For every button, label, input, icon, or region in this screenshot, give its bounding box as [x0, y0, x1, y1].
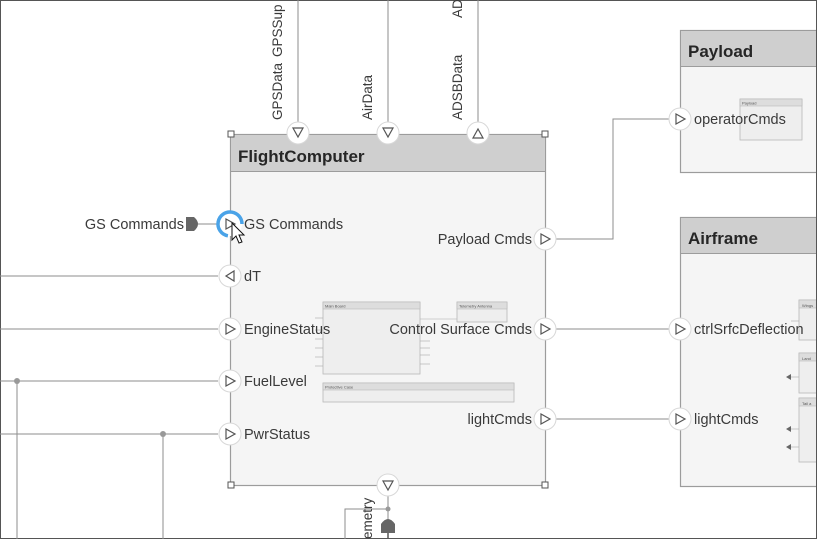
port-arrow-icon — [291, 127, 305, 139]
internal-payload[interactable]: Payload — [739, 98, 803, 141]
port-arrow-icon — [381, 127, 395, 139]
top-port-label-adsbdata: ADSBData — [450, 54, 465, 120]
landing-label: Land — [802, 356, 811, 361]
internal-main-board[interactable]: Main Board — [315, 301, 457, 375]
port-label-gs-commands: GS Commands — [244, 217, 343, 233]
airframe-body[interactable] — [679, 216, 817, 488]
junction-dot — [14, 378, 20, 384]
port-arrow-icon — [540, 322, 552, 336]
port-arrow-icon — [675, 412, 687, 426]
payload-header[interactable] — [680, 30, 817, 67]
resize-handle-br[interactable] — [541, 481, 549, 489]
internal-wings[interactable]: Wings — [798, 299, 817, 341]
main-board-label: Main Board — [325, 304, 345, 309]
top-port-label-airdata: AirData — [360, 74, 375, 120]
port-arrow-icon — [540, 232, 552, 246]
port-airdata[interactable] — [376, 121, 400, 145]
wire-telemetry[interactable] — [344, 496, 389, 539]
port-label-payload-cmds: Payload Cmds — [438, 232, 532, 248]
wings-label: Wings — [802, 303, 813, 308]
airframe-title: Airframe — [688, 229, 758, 248]
port-label-ctrlsrfcdeflection: ctrlSrfcDeflection — [694, 322, 804, 338]
port-arrow-icon — [675, 112, 687, 126]
telemetry-antenna-label: Telemetry Antenna — [459, 304, 493, 309]
airframe-internal-port-markers — [786, 320, 799, 450]
flight-computer-title: FlightComputer — [238, 147, 365, 166]
resize-handle-bl[interactable] — [227, 481, 235, 489]
port-arrow-icon — [225, 427, 237, 441]
port-label-lightcmds: lightCmds — [468, 412, 532, 428]
port-adsbdata[interactable] — [466, 121, 490, 145]
mouse-pointer-icon — [231, 221, 246, 244]
block-flight-computer[interactable]: FlightComputer Main Board Telemetry — [227, 130, 549, 489]
port-telemetry[interactable] — [376, 473, 400, 497]
port-label-dt: dT — [244, 269, 261, 285]
top-port-label-gpsdata: GPSData — [270, 62, 285, 120]
external-port-telemetry-icon[interactable] — [381, 519, 395, 533]
internal-protective-case[interactable]: Protective Case — [322, 382, 515, 403]
wire-payload-cmds[interactable] — [556, 118, 669, 240]
junction-dot — [385, 506, 391, 512]
port-arrow-icon — [540, 412, 552, 426]
airframe-header[interactable] — [680, 217, 817, 254]
junction-dot — [160, 431, 166, 437]
top-port-label-ad: AD — [450, 0, 465, 18]
port-gpsdata[interactable] — [286, 121, 310, 145]
protective-case-label: Protective Case — [325, 385, 354, 390]
internal-tail[interactable]: Tail a — [798, 397, 817, 463]
port-arrow-icon — [225, 374, 237, 388]
external-port-label-gs-commands: GS Commands — [85, 217, 184, 233]
port-pwrstatus[interactable] — [218, 422, 242, 446]
port-payload-cmds[interactable] — [533, 227, 557, 251]
port-enginestatus[interactable] — [218, 317, 242, 341]
port-fuellevel[interactable] — [218, 369, 242, 393]
port-label-enginestatus: EngineStatus — [244, 322, 330, 338]
port-control-surface-cmds[interactable] — [533, 317, 557, 341]
connection-lines — [0, 0, 669, 539]
port-operatorcmds[interactable] — [668, 107, 692, 131]
port-label-operatorcmds: operatorCmds — [694, 112, 786, 128]
port-dt[interactable] — [218, 264, 242, 288]
port-arrow-icon — [224, 269, 235, 283]
top-port-label-gpssup: GPSSup — [270, 4, 285, 57]
port-arrow-icon — [675, 322, 687, 336]
port-label-fuellevel: FuelLevel — [244, 374, 307, 390]
port-lightcmds-in[interactable] — [668, 407, 692, 431]
internal-telemetry-antenna[interactable]: Telemetry Antenna — [456, 301, 508, 323]
port-label-pwrstatus: PwrStatus — [244, 427, 310, 443]
payload-internal-label: Payload — [742, 101, 756, 106]
port-arrow-icon — [225, 217, 237, 231]
port-arrow-icon — [225, 322, 237, 336]
external-port-gs-commands-icon[interactable] — [186, 217, 198, 231]
internal-landing[interactable]: Land — [798, 352, 817, 394]
tail-label: Tail a — [802, 401, 812, 406]
block-payload[interactable]: Payload Payload operatorCmds — [679, 29, 817, 174]
port-arrow-icon — [471, 127, 485, 139]
resize-handle-tl[interactable] — [227, 130, 235, 138]
resize-handle-tr[interactable] — [541, 130, 549, 138]
port-ctrlsrfcdeflection[interactable] — [668, 317, 692, 341]
port-label-lightcmds-in: lightCmds — [694, 412, 758, 428]
port-label-control-surface-cmds: Control Surface Cmds — [389, 322, 532, 338]
block-airframe[interactable]: Airframe Wings Land Tail a ctrlSrfcDefle… — [679, 216, 817, 488]
port-arrow-icon — [381, 480, 395, 492]
bottom-port-label-telemetry: emetry — [360, 497, 375, 539]
payload-title: Payload — [688, 42, 753, 61]
port-lightcmds-out[interactable] — [533, 407, 557, 431]
